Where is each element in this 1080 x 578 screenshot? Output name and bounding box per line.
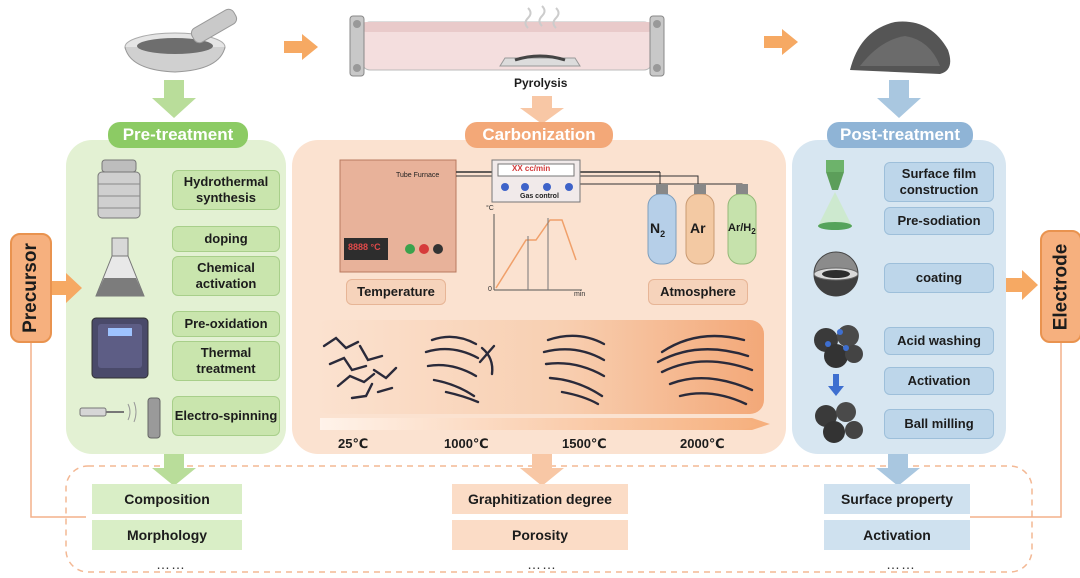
flask-icon (95, 237, 145, 297)
atmosphere-tag: Atmosphere (648, 279, 748, 305)
gas-control-label: Gas control (520, 193, 559, 200)
carbonization-title: Carbonization (465, 122, 613, 148)
tag-pre-oxidation: Pre-oxidation (172, 311, 280, 337)
temp-label-2000: 2000℃ (680, 436, 725, 451)
tag-thermal-treatment: Thermal treatment (172, 341, 280, 381)
gas-control-icon (491, 159, 581, 203)
tube-furnace-icon (349, 5, 665, 77)
tag-acid-washing: Acid washing (884, 327, 994, 355)
core-shell-sphere-icon (813, 251, 859, 297)
output-left-ellipsis: …… (156, 556, 186, 572)
output-morphology: Morphology (92, 520, 242, 550)
milled-particles-icon (815, 402, 863, 443)
electrospinning-icon (79, 397, 161, 439)
tag-coating: coating (884, 263, 994, 293)
output-composition: Composition (92, 484, 242, 514)
tag-chemical-activation: Chemical activation (172, 256, 280, 296)
output-middle-ellipsis: …… (527, 556, 557, 572)
partially-graphitic-carbon-icon (542, 334, 606, 406)
powder-pile-icon (850, 21, 951, 74)
output-right-ellipsis: …… (886, 556, 916, 572)
oven-icon (91, 317, 149, 379)
temp-label-1000: 1000℃ (444, 436, 489, 451)
tag-hydrothermal-synthesis: Hydrothermal synthesis (172, 170, 280, 210)
mortar-icon (124, 8, 238, 73)
temp-label-25: 25℃ (338, 436, 369, 451)
gas-cylinder-ar-icon (685, 184, 715, 265)
tag-surface-film-construction: Surface film construction (884, 162, 994, 202)
turbostratic-carbon-icon (424, 335, 496, 404)
tag-doping: doping (172, 226, 280, 252)
graphitic-carbon-icon (656, 334, 754, 406)
gas-label-arh2: Ar/H2 (728, 222, 756, 237)
process-down-arrow-icon (828, 374, 844, 396)
furnace-label: Tube Furnace (396, 172, 440, 179)
gas-cylinder-n2-icon (647, 184, 677, 265)
temperature-gradient-bar (320, 418, 760, 430)
output-graphitization-degree: Graphitization degree (452, 484, 628, 514)
temperature-tag: Temperature (346, 279, 446, 305)
precursor-box: Precursor (10, 233, 52, 343)
temperature-profile-graph (493, 214, 582, 291)
amorphous-carbon-icon (322, 336, 398, 400)
pyrolysis-label: Pyrolysis (514, 76, 568, 90)
temp-label-1500: 1500℃ (562, 436, 607, 451)
flow-rate-label: XX cc/min (512, 164, 551, 173)
tag-activation: Activation (884, 367, 994, 395)
electrode-box: Electrode (1040, 230, 1080, 343)
gas-label-ar: Ar (690, 220, 706, 236)
gas-cylinder-arh2-icon (727, 184, 757, 265)
particle-cluster-icon (814, 325, 863, 368)
graph-x-unit: min (574, 291, 586, 298)
graph-origin: 0 (488, 286, 492, 293)
pretreatment-title: Pre-treatment (108, 122, 248, 148)
output-activation: Activation (824, 520, 970, 550)
gas-label-n2: N2 (650, 220, 666, 239)
posttreatment-title: Post-treatment (827, 122, 973, 148)
tag-ball-milling: Ball milling (884, 409, 994, 439)
output-porosity: Porosity (452, 520, 628, 550)
spray-nozzle-icon (818, 160, 852, 230)
autoclave-icon (97, 159, 141, 219)
graphitization-strip (314, 320, 764, 414)
furnace-display: 8888 °C (348, 242, 381, 252)
graph-y-unit: °C (486, 205, 494, 212)
output-surface-property: Surface property (824, 484, 970, 514)
furnace-icon (339, 159, 457, 273)
tag-pre-sodiation: Pre-sodiation (884, 207, 994, 235)
tag-electro-spinning: Electro-spinning (172, 396, 280, 436)
